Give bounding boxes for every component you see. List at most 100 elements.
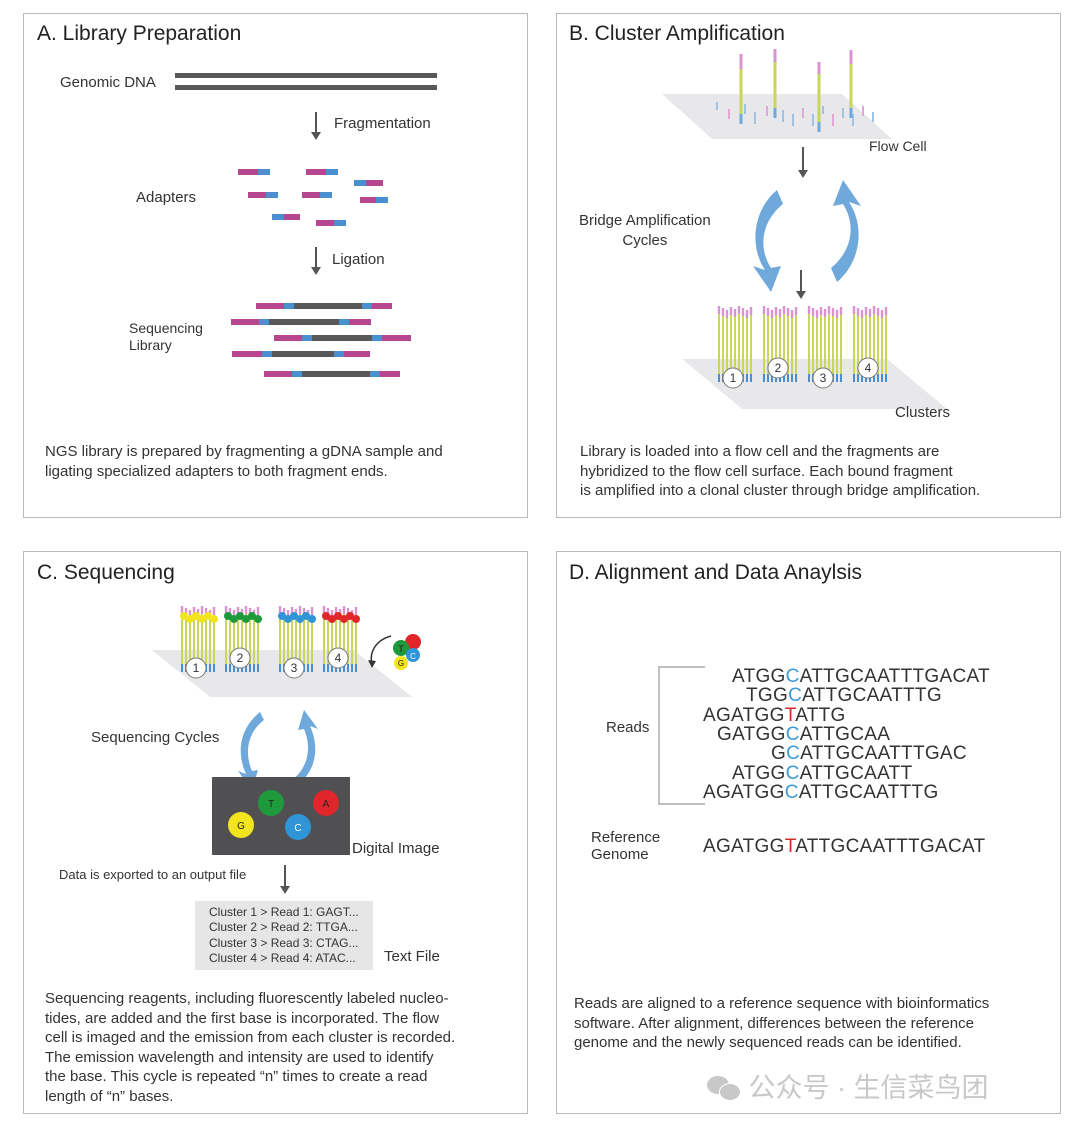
incoming-arrow	[370, 635, 392, 665]
nucleotide-c-label: C	[294, 823, 301, 834]
panel-alignment: D. Alignment and Data Anaylsis Reads ATG…	[556, 551, 1061, 1114]
cluster-number: 3	[820, 371, 827, 385]
cluster-number: 3	[291, 661, 298, 675]
cluster-number-badge	[229, 647, 251, 669]
watermark: 公众号 · 生信菜鸟团	[707, 1066, 989, 1105]
incorporated-nucleotide	[278, 612, 286, 620]
file-line: Cluster 3 > Read 3: CTAG...	[209, 935, 359, 950]
cluster-number: 2	[775, 361, 782, 375]
incorporated-nucleotide	[242, 615, 250, 623]
panel-description: NGS library is prepared by fragmenting a…	[45, 442, 443, 481]
nucleotide-a	[313, 790, 339, 816]
nucleotide-g-label: G	[237, 821, 245, 832]
incorporated-nucleotide	[322, 612, 330, 620]
ligation-label: Ligation	[332, 251, 385, 268]
clusters-label: Clusters	[895, 404, 951, 421]
cluster: 1	[717, 306, 753, 389]
description-line: genome and the newly sequenced reads can…	[574, 1034, 962, 1052]
incorporated-nucleotide	[230, 615, 238, 623]
panel-title: C. Sequencing	[37, 561, 175, 584]
cluster-number-badge	[722, 367, 744, 389]
incorporated-nucleotide	[334, 612, 342, 620]
cluster-number: 4	[865, 361, 872, 375]
down-arrow	[796, 270, 806, 299]
description-line: tides, are added and the first base is i…	[45, 1009, 440, 1027]
cluster-number-badge	[327, 647, 349, 669]
description-line: Sequencing reagents, including fluoresce…	[45, 990, 449, 1007]
description-line: Library is loaded into a flow cell and t…	[580, 443, 940, 460]
sequencing-diagram: 1 2 3 4 T C G T A G C	[152, 606, 421, 894]
panel-description: Reads are aligned to a reference sequenc…	[574, 994, 989, 1053]
cluster-number: 1	[193, 661, 200, 675]
nucleotide-a	[405, 634, 421, 650]
panel-library-preparation: A. Library Preparation Genomic DNA Fragm…	[23, 13, 528, 518]
read-line: GCATTGCAATTTGAC	[771, 743, 967, 764]
genomic-dna-label: Genomic DNA	[60, 74, 156, 91]
cluster-number-badge	[283, 657, 305, 679]
flow-cell-plane	[662, 94, 892, 139]
description-line: hybridized to the flow cell surface. Eac…	[580, 462, 953, 480]
cycle-arrow-right	[292, 710, 318, 786]
incorporated-nucleotide	[308, 615, 316, 623]
incorporated-nucleotide	[248, 612, 256, 620]
cluster-number-badge	[857, 357, 879, 379]
cluster: 2	[224, 606, 262, 672]
cluster-number-badge	[812, 367, 834, 389]
read-line: ATGGCATTGCAATTTGACAT	[732, 666, 990, 687]
dna-strand	[175, 85, 437, 90]
panel-description: Library is loaded into a flow cell and t…	[580, 442, 980, 501]
cluster: 1	[180, 606, 218, 679]
read-line: ATGGCATTGCAATT	[732, 763, 913, 784]
description-line: the base. This cycle is repeated “n” tim…	[45, 1068, 428, 1086]
sequencing-library-label: Sequencing Library	[129, 320, 203, 354]
alignment-bracket	[658, 666, 705, 805]
cluster-number: 2	[237, 651, 244, 665]
cluster-number-badge	[185, 657, 207, 679]
description-line: cell is imaged and the emission from eac…	[45, 1029, 456, 1047]
description-line: is amplified into a clonal cluster throu…	[580, 482, 981, 500]
nucleotide-c-label: C	[410, 652, 416, 661]
incorporated-nucleotide	[210, 615, 218, 623]
incorporated-nucleotide	[352, 615, 360, 623]
watermark-text: 公众号 · 生信菜鸟团	[748, 1073, 989, 1103]
adapter-fragments	[238, 169, 388, 226]
flow-cell-label: Flow Cell	[869, 138, 927, 154]
down-arrow	[798, 147, 808, 178]
library-prep-diagram	[175, 73, 437, 377]
cluster: 3	[278, 606, 316, 679]
file-line: Cluster 4 > Read 4: ATAC...	[209, 950, 356, 965]
panel-cluster-amplification: B. Cluster Amplification	[556, 13, 1061, 518]
nucleotide-t-label: T	[398, 644, 404, 654]
nucleotide-g-label: G	[398, 659, 404, 668]
reference-label-line2: Genome	[591, 846, 649, 863]
nucleotide-c	[285, 814, 311, 840]
incorporated-nucleotide	[204, 612, 212, 620]
incorporated-nucleotide	[290, 612, 298, 620]
reference-genome-label: Reference Genome	[591, 829, 660, 863]
digital-image-label: Digital Image	[352, 840, 440, 857]
bridge-amplification-label: Bridge Amplification Cycles	[579, 211, 711, 251]
bridge-label-line2: Cycles	[622, 232, 668, 249]
file-line: Cluster 2 > Read 2: TTGA...	[209, 920, 358, 935]
text-file-label: Text File	[384, 948, 440, 965]
description-line: software. After alignment, differences b…	[574, 1014, 974, 1032]
down-arrow	[280, 865, 290, 894]
description-line: The emission wavelength and intensity ar…	[45, 1048, 434, 1066]
cluster: 4	[852, 306, 888, 382]
incorporated-nucleotide	[328, 615, 336, 623]
nucleotide-cluster: T C G	[393, 634, 421, 670]
cycle-arrow-right	[831, 180, 861, 282]
panel-title: A. Library Preparation	[37, 22, 242, 45]
nucleotide-a-label: A	[323, 799, 330, 810]
nucleotide-g	[394, 656, 408, 670]
panel-title: B. Cluster Amplification	[569, 22, 785, 45]
incorporated-nucleotide	[284, 615, 292, 623]
text-file: Cluster 1 > Read 1: GAGT... Cluster 2 > …	[195, 901, 373, 971]
incorporated-nucleotide	[236, 612, 244, 620]
cluster-number: 4	[335, 651, 342, 665]
cluster-amplification-diagram: 1 2 3 4	[662, 49, 947, 409]
flow-cell-probes	[716, 102, 874, 126]
nucleotide-t	[393, 640, 409, 656]
incorporated-nucleotide	[224, 612, 232, 620]
